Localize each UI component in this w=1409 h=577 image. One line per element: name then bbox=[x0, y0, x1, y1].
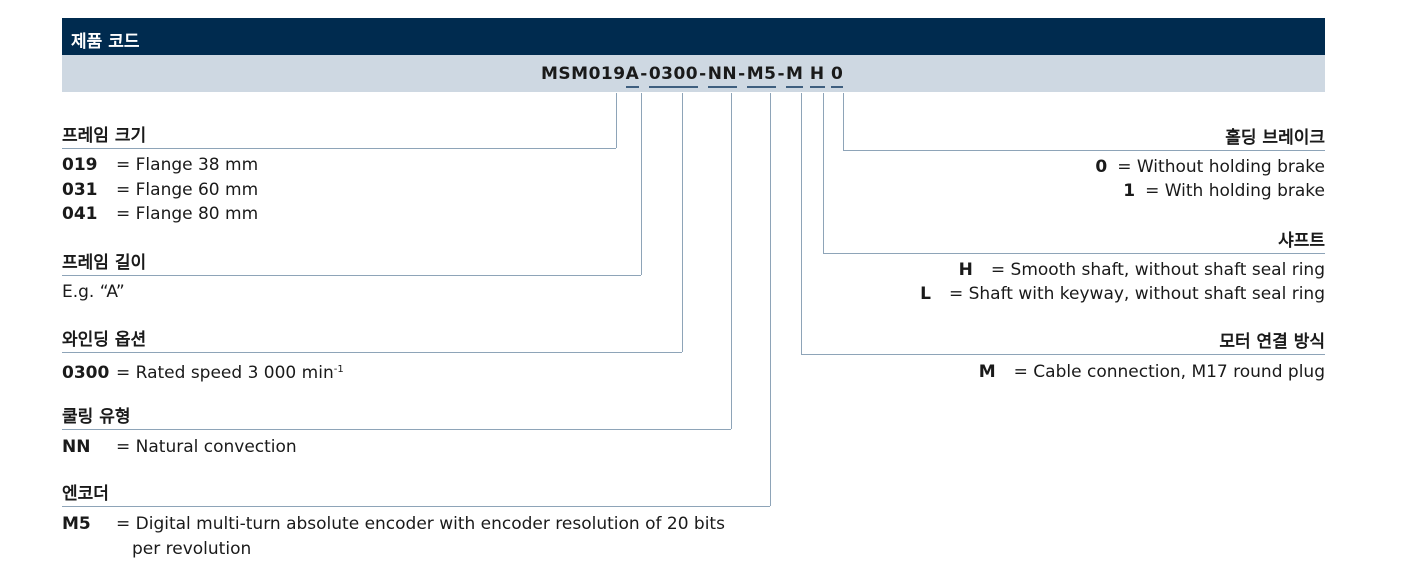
list-item: 0= Without holding brake bbox=[1095, 157, 1325, 177]
title-bar: 제품 코드 bbox=[62, 18, 1325, 55]
underline-winding bbox=[62, 352, 682, 353]
code-bar bbox=[62, 55, 1325, 92]
connector-encoder bbox=[770, 93, 771, 506]
code-segment-connection: M bbox=[786, 64, 804, 88]
page-title: 제품 코드 bbox=[71, 32, 140, 52]
connector-connection bbox=[801, 93, 802, 354]
list-item: M5= Digital multi-turn absolute encoder … bbox=[62, 514, 725, 534]
heading-connection: 모터 연결 방식 bbox=[1219, 332, 1325, 352]
underline-cooling bbox=[62, 429, 731, 430]
code-prefix: MSM019 bbox=[541, 64, 626, 84]
list-item: H= Smooth shaft, without shaft seal ring bbox=[958, 260, 1325, 280]
list-item: 0300= Rated speed 3 000 min-1 bbox=[62, 363, 344, 383]
list-item: 019= Flange 38 mm bbox=[62, 155, 259, 175]
connector-cooling bbox=[731, 93, 732, 429]
heading-shaft: 샤프트 bbox=[1278, 231, 1325, 251]
underline-brake bbox=[843, 150, 1325, 151]
underline-frame-size bbox=[62, 148, 616, 149]
heading-cooling: 쿨링 유형 bbox=[62, 407, 131, 427]
list-item: L= Shaft with keyway, without shaft seal… bbox=[920, 284, 1325, 304]
list-item: 1= With holding brake bbox=[1123, 181, 1325, 201]
code-segment-cooling: NN bbox=[707, 64, 738, 88]
heading-frame-length: 프레임 길이 bbox=[62, 253, 147, 273]
list-item: NN= Natural convection bbox=[62, 437, 297, 457]
list-item: 041= Flange 80 mm bbox=[62, 204, 259, 224]
heading-brake: 홀딩 브레이크 bbox=[1225, 128, 1325, 148]
connector-frame-length bbox=[641, 93, 642, 275]
underline-shaft bbox=[823, 253, 1325, 254]
underline-frame-length bbox=[62, 275, 641, 276]
list-item: M= Cable connection, M17 round plug bbox=[978, 362, 1325, 382]
connector-brake bbox=[843, 93, 844, 150]
code-segment-shaft: H bbox=[809, 64, 825, 88]
list-item: E.g. “A” bbox=[62, 282, 125, 302]
code-segment-winding: 0300 bbox=[648, 64, 699, 88]
code-segment-brake: 0 bbox=[831, 64, 844, 88]
code-segment-encoder: M5 bbox=[746, 64, 777, 88]
product-code: MSM019A-0300-NN-M5-M H 0 bbox=[541, 64, 844, 88]
underline-connection bbox=[801, 354, 1325, 355]
connector-frame-size bbox=[616, 93, 617, 148]
list-item: 031= Flange 60 mm bbox=[62, 180, 259, 200]
list-item: per revolution bbox=[132, 539, 252, 559]
underline-encoder bbox=[62, 506, 770, 507]
connector-winding bbox=[682, 93, 683, 352]
heading-encoder: 엔코더 bbox=[62, 484, 109, 504]
connector-shaft bbox=[823, 93, 824, 253]
heading-frame-size: 프레임 크기 bbox=[62, 126, 147, 146]
code-segment-length: A bbox=[625, 64, 640, 88]
heading-winding: 와인딩 옵션 bbox=[62, 330, 147, 350]
